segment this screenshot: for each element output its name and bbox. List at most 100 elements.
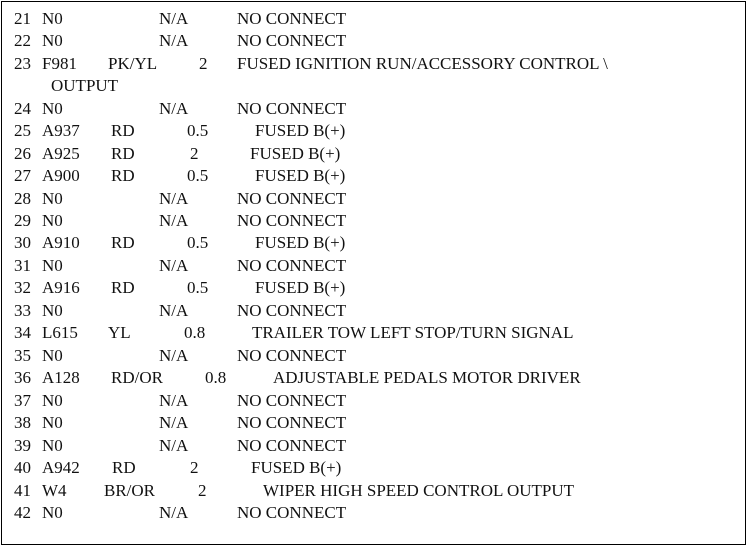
wire-gauge: 2: [190, 144, 199, 163]
wire-color: PK/YL: [108, 54, 158, 73]
circuit-function: NO CONNECT: [237, 256, 347, 275]
pin-number: 22: [14, 31, 31, 50]
wire-color: RD: [111, 144, 135, 163]
circuit-id: A942: [42, 458, 80, 477]
pin-row: 42 N0 N/A NO CONNECT: [2, 502, 742, 524]
circuit-id: N0: [42, 413, 63, 432]
wire-gauge: N/A: [159, 391, 189, 410]
circuit-function: FUSED B(+): [255, 121, 346, 140]
pin-number: 21: [14, 9, 31, 28]
circuit-id: N0: [42, 99, 63, 118]
wire-color: BR/OR: [104, 481, 156, 500]
circuit-function: ADJUSTABLE PEDALS MOTOR DRIVER: [273, 368, 581, 387]
wire-color: RD: [111, 166, 135, 185]
circuit-function: FUSED B(+): [255, 278, 346, 297]
circuit-id: N0: [42, 346, 63, 365]
circuit-function: NO CONNECT: [237, 9, 347, 28]
circuit-function: FUSED B(+): [255, 233, 346, 252]
circuit-function: FUSED B(+): [250, 144, 341, 163]
circuit-id: F981: [42, 54, 77, 73]
circuit-id: W4: [42, 481, 67, 500]
pin-number: 42: [14, 503, 31, 522]
pin-row: 29 N0 N/A NO CONNECT: [2, 210, 742, 232]
circuit-function: NO CONNECT: [237, 301, 347, 320]
pin-number: 25: [14, 121, 31, 140]
pin-number: 31: [14, 256, 31, 275]
circuit-id: A910: [42, 233, 80, 252]
circuit-id: A900: [42, 166, 80, 185]
wire-color: RD: [112, 458, 136, 477]
pin-number: 28: [14, 189, 31, 208]
circuit-function: NO CONNECT: [237, 503, 347, 522]
wire-gauge: N/A: [159, 211, 189, 230]
wire-color: RD: [111, 121, 135, 140]
circuit-id: L615: [42, 323, 78, 342]
circuit-id: N0: [42, 31, 63, 50]
circuit-id: A128: [42, 368, 80, 387]
wire-gauge: N/A: [159, 256, 189, 275]
wire-gauge: 0.8: [205, 368, 227, 387]
wire-gauge: 0.5: [187, 121, 209, 140]
wire-gauge: N/A: [159, 413, 189, 432]
wire-gauge: N/A: [159, 436, 189, 455]
wire-color: RD: [111, 278, 135, 297]
wire-gauge: N/A: [159, 346, 189, 365]
pin-number: 35: [14, 346, 31, 365]
pin-row: 22 N0 N/A NO CONNECT: [2, 30, 742, 52]
circuit-function: FUSED B(+): [251, 458, 342, 477]
wire-color: YL: [108, 323, 131, 342]
pin-row: 34 L615 YL 0.8 TRAILER TOW LEFT STOP/TURN SI…: [2, 322, 742, 344]
circuit-function: NO CONNECT: [237, 346, 347, 365]
circuit-function: NO CONNECT: [237, 211, 347, 230]
circuit-id: N0: [42, 211, 63, 230]
circuit-function: FUSED B(+): [255, 166, 346, 185]
pin-number: 34: [14, 323, 31, 342]
circuit-function: TRAILER TOW LEFT STOP/TURN SIGNAL: [252, 323, 574, 342]
pin-number: 40: [14, 458, 31, 477]
wire-gauge: N/A: [159, 503, 189, 522]
circuit-function: NO CONNECT: [237, 391, 347, 410]
circuit-function: FUSED IGNITION RUN/ACCESSORY CONTROL \: [237, 54, 608, 73]
pin-row: 35 N0 N/A NO CONNECT: [2, 345, 742, 367]
pin-number: 38: [14, 413, 31, 432]
circuit-function: NO CONNECT: [237, 31, 347, 50]
pin-row: 31 N0 N/A NO CONNECT: [2, 255, 742, 277]
circuit-id: N0: [42, 189, 63, 208]
pin-number: 23: [14, 54, 31, 73]
circuit-id: A916: [42, 278, 80, 297]
pin-number: 33: [14, 301, 31, 320]
circuit-function: NO CONNECT: [237, 99, 347, 118]
circuit-id: N0: [42, 9, 63, 28]
pin-row: 33 N0 N/A NO CONNECT: [2, 300, 742, 322]
wire-gauge: 0.8: [184, 323, 206, 342]
circuit-id: N0: [42, 436, 63, 455]
wire-gauge: N/A: [159, 99, 189, 118]
wire-gauge: N/A: [159, 31, 189, 50]
wire-gauge: 0.5: [187, 233, 209, 252]
circuit-id: N0: [42, 503, 63, 522]
wire-gauge: 0.5: [187, 278, 209, 297]
pin-row-continuation: OUTPUT: [2, 75, 742, 97]
pin-number: 41: [14, 481, 31, 500]
circuit-id: N0: [42, 301, 63, 320]
wire-gauge: 0.5: [187, 166, 209, 185]
circuit-id: A925: [42, 144, 80, 163]
pin-number: 29: [14, 211, 31, 230]
wire-gauge: 2: [198, 481, 207, 500]
circuit-id: N0: [42, 256, 63, 275]
circuit-function: NO CONNECT: [237, 413, 347, 432]
circuit-function: NO CONNECT: [237, 436, 347, 455]
wire-gauge: N/A: [159, 301, 189, 320]
pin-number: 37: [14, 391, 31, 410]
